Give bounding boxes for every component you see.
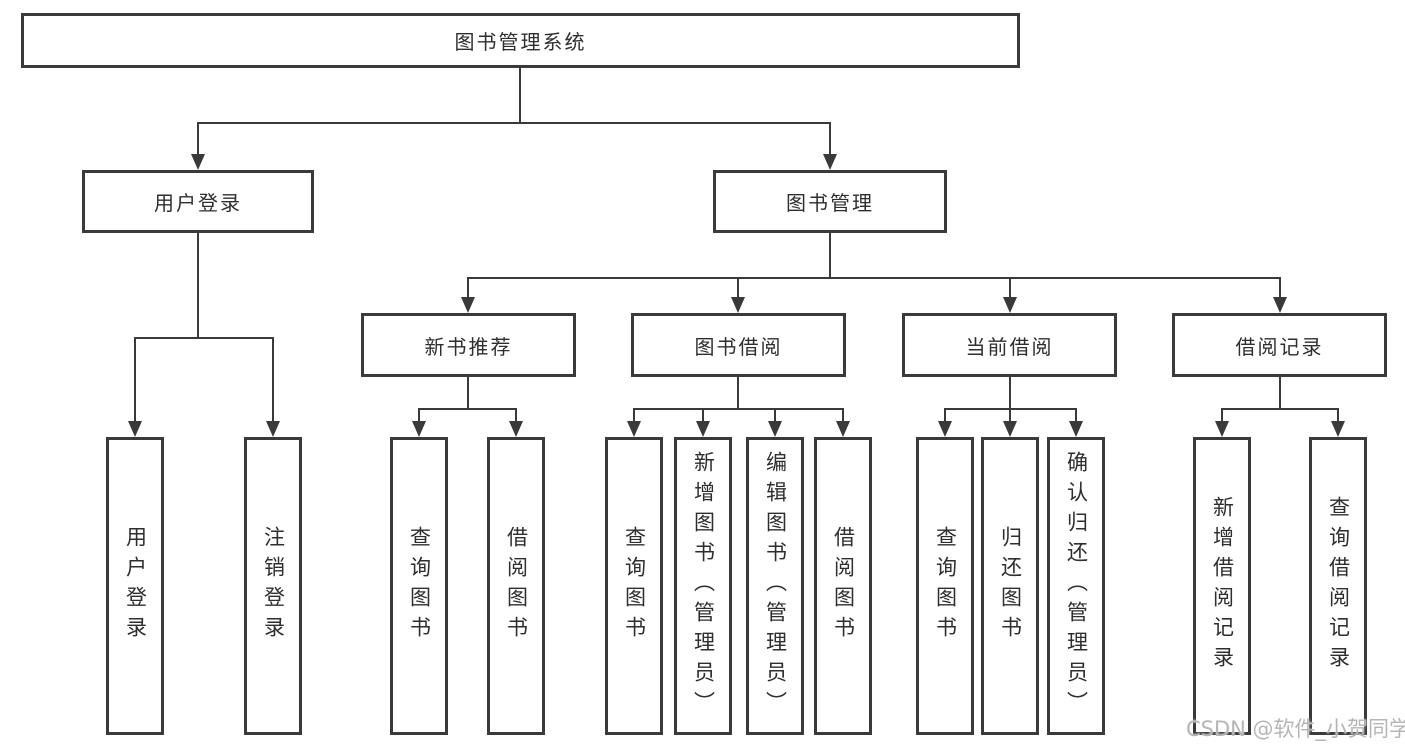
leaf-label: 新增借阅记录 (1210, 496, 1235, 676)
node-label: 用户登录 (154, 191, 242, 215)
connector-line (842, 408, 844, 423)
node-book-management: 图书管理 (713, 170, 947, 233)
node-label: 新书推荐 (424, 334, 513, 359)
leaf-logout: 注销登录 (244, 437, 302, 735)
connector-line (633, 408, 844, 410)
arrowhead-down-icon (1273, 297, 1287, 313)
arrowhead-down-icon (128, 421, 142, 437)
watermark: CSDN @软件_小贺同学 (1186, 717, 1405, 741)
connector-line (633, 408, 635, 423)
connector-line (829, 233, 831, 277)
connector-line (702, 408, 704, 423)
leaf-br-add-record: 新增借阅记录 (1193, 437, 1251, 735)
connector-line (519, 68, 521, 122)
connector-line (467, 277, 1281, 279)
connector-line (774, 408, 776, 423)
arrowhead-down-icon (731, 297, 745, 313)
leaf-user-login: 用户登录 (106, 437, 164, 735)
arrowhead-down-icon (1215, 421, 1229, 437)
connector-line (1279, 377, 1281, 408)
arrowhead-down-icon (823, 154, 837, 170)
connector-line (272, 337, 274, 423)
connector-line (134, 337, 136, 423)
arrowhead-down-icon (461, 297, 475, 313)
leaf-label: 查询图书 (622, 526, 647, 646)
connector-line (197, 233, 199, 337)
leaf-bb-edit-books-admin: 编辑图书（管理员） (746, 437, 804, 735)
connector-line (944, 408, 946, 423)
connector-line (197, 122, 199, 156)
leaf-cb-return-books: 归还图书 (981, 437, 1039, 735)
connector-line (737, 377, 739, 408)
node-label: 图书借阅 (694, 334, 783, 359)
arrowhead-down-icon (191, 154, 205, 170)
node-user-login-group: 用户登录 (82, 170, 314, 233)
connector-line (1075, 408, 1077, 423)
connector-line (1337, 408, 1339, 423)
leaf-bb-query-books: 查询图书 (605, 437, 663, 735)
leaf-label: 归还图书 (998, 526, 1023, 646)
leaf-label: 用户登录 (123, 526, 148, 646)
connector-line (467, 277, 469, 299)
leaf-bb-borrow-books: 借阅图书 (814, 437, 872, 735)
connector-line (737, 277, 739, 299)
leaf-label: 查询图书 (933, 526, 958, 646)
connector-line (1009, 408, 1011, 423)
node-borrowing-records: 借阅记录 (1172, 313, 1387, 377)
arrowhead-down-icon (696, 421, 710, 437)
connector-line (1221, 408, 1339, 410)
leaf-label: 编辑图书（管理员） (763, 451, 788, 721)
connector-line (418, 408, 517, 410)
connector-line (1009, 277, 1011, 299)
leaf-label: 借阅图书 (504, 526, 529, 646)
connector-line (515, 408, 517, 423)
leaf-bb-add-books-admin: 新增图书（管理员） (674, 437, 732, 735)
leaf-label: 借阅图书 (831, 526, 856, 646)
arrowhead-down-icon (836, 421, 850, 437)
leaf-nbr-query-books: 查询图书 (390, 437, 448, 735)
connector-line (134, 337, 274, 339)
connector-line (197, 122, 831, 124)
node-root-label: 图书管理系统 (454, 30, 587, 54)
leaf-label: 查询图书 (407, 526, 432, 646)
node-current-borrowing: 当前借阅 (902, 313, 1117, 377)
arrowhead-down-icon (1069, 421, 1083, 437)
node-book-borrowing: 图书借阅 (631, 313, 846, 377)
arrowhead-down-icon (412, 421, 426, 437)
leaf-label: 注销登录 (261, 526, 286, 646)
connector-line (1279, 277, 1281, 299)
leaf-label: 确认归还（管理员） (1064, 451, 1089, 721)
node-root: 图书管理系统 (21, 13, 1020, 68)
leaf-nbr-borrow-books: 借阅图书 (487, 437, 545, 735)
node-label: 当前借阅 (965, 334, 1054, 359)
leaf-br-query-record: 查询借阅记录 (1309, 437, 1367, 735)
arrowhead-down-icon (266, 421, 280, 437)
arrowhead-down-icon (509, 421, 523, 437)
arrowhead-down-icon (1331, 421, 1345, 437)
connector-line (418, 408, 420, 423)
connector-line (467, 377, 469, 408)
arrowhead-down-icon (938, 421, 952, 437)
leaf-cb-confirm-return-admin: 确认归还（管理员） (1047, 437, 1105, 735)
node-label: 借阅记录 (1235, 334, 1324, 359)
leaf-label: 新增图书（管理员） (691, 451, 716, 721)
node-new-book-recommend: 新书推荐 (361, 313, 576, 377)
arrowhead-down-icon (768, 421, 782, 437)
connector-line (829, 122, 831, 156)
arrowhead-down-icon (1003, 421, 1017, 437)
connector-line (1009, 377, 1011, 408)
arrowhead-down-icon (1003, 297, 1017, 313)
leaf-label: 查询借阅记录 (1326, 496, 1351, 676)
arrowhead-down-icon (627, 421, 641, 437)
node-label: 图书管理 (786, 191, 874, 215)
connector-line (1221, 408, 1223, 423)
leaf-cb-query-books: 查询图书 (916, 437, 974, 735)
